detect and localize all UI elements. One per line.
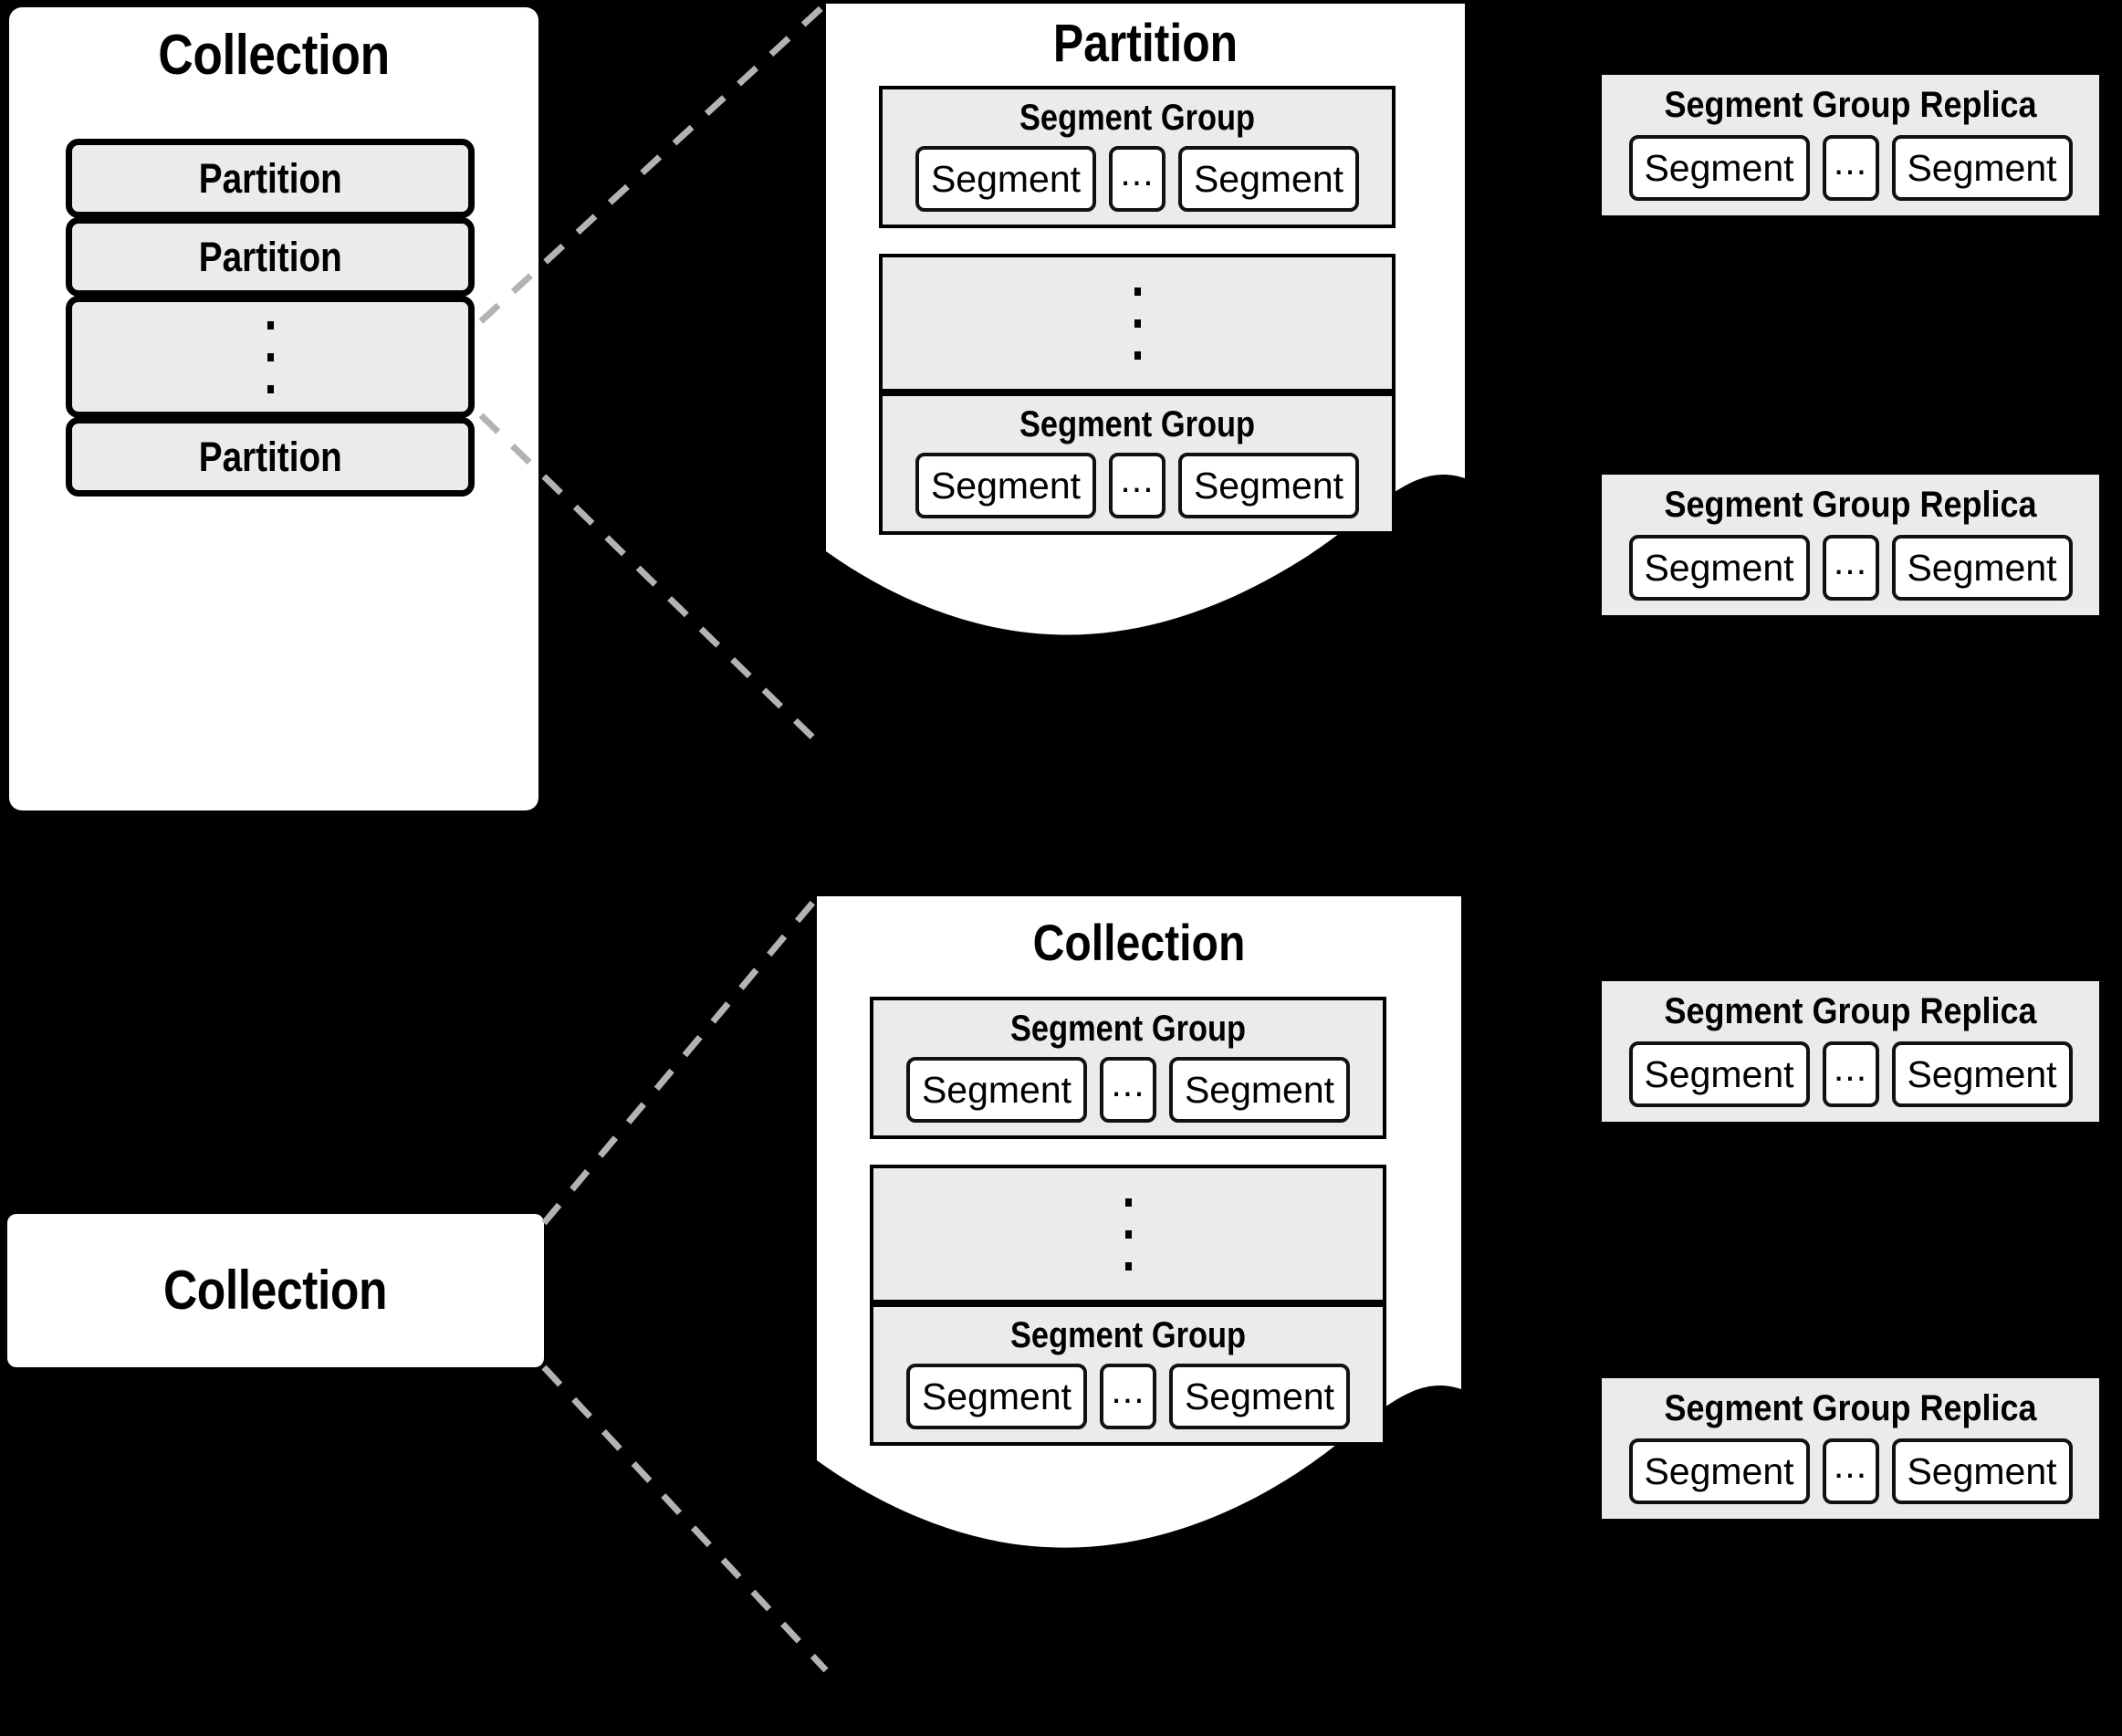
- segment-chip[interactable]: Segment: [1891, 1041, 2073, 1107]
- partition-label: Partition: [198, 434, 342, 480]
- segment-ellipsis-chip: ...: [1822, 135, 1879, 201]
- segment-group-2: Segment Group Segment ... Segment: [879, 392, 1396, 535]
- segment-chip[interactable]: Segment: [1628, 535, 1810, 601]
- segment-chip[interactable]: Segment: [1178, 146, 1359, 212]
- segment-chip[interactable]: Segment: [906, 1364, 1087, 1429]
- segment-row: Segment ... Segment: [1615, 135, 2086, 201]
- replica-title: Segment Group Replica: [1664, 991, 2037, 1031]
- vertical-ellipsis-icon: [1124, 1168, 1132, 1300]
- segment-group-ellipsis: [879, 254, 1396, 392]
- collection-detail-panel: Collection Segment Group Segment ... Seg…: [817, 896, 1461, 1736]
- partition-box-3[interactable]: Partition: [66, 417, 475, 497]
- collection-detail-content: Collection Segment Group Segment ... Seg…: [817, 896, 1461, 1446]
- replica-title: Segment Group Replica: [1664, 1388, 2037, 1428]
- partition-box-1[interactable]: Partition: [66, 139, 475, 218]
- vertical-ellipsis-icon: [267, 302, 274, 412]
- segment-row: Segment ... Segment: [884, 1057, 1372, 1123]
- partition-box-ellipsis: [66, 296, 475, 418]
- segment-chip[interactable]: Segment: [915, 453, 1096, 518]
- segment-row: Segment ... Segment: [894, 453, 1381, 518]
- partition-panel-content: Partition Segment Group Segment ... Segm…: [826, 4, 1465, 535]
- replica-title: Segment Group Replica: [1664, 85, 2037, 125]
- segment-row: Segment ... Segment: [1615, 1438, 2086, 1504]
- segment-chip[interactable]: Segment: [1169, 1057, 1350, 1123]
- partition-label: Partition: [198, 234, 342, 280]
- segment-chip[interactable]: Segment: [1891, 135, 2073, 201]
- segment-group-1: Segment Group Segment ... Segment: [879, 86, 1396, 228]
- segment-group-ellipsis: [870, 1165, 1386, 1303]
- segment-group-replica-1: Segment Group Replica Segment ... Segmen…: [1602, 75, 2099, 215]
- segment-chip[interactable]: Segment: [1628, 1041, 1810, 1107]
- segment-row: Segment ... Segment: [1615, 535, 2086, 601]
- vertical-ellipsis-icon: [1134, 257, 1141, 389]
- collection-detail-title: Collection: [1032, 914, 1246, 971]
- segment-chip[interactable]: Segment: [1891, 1438, 2073, 1504]
- segment-chip[interactable]: Segment: [906, 1057, 1087, 1123]
- segment-row: Segment ... Segment: [884, 1364, 1372, 1429]
- partition-stack: Partition Partition Partition: [66, 139, 475, 497]
- segment-chip[interactable]: Segment: [1178, 453, 1359, 518]
- partition-label: Partition: [198, 155, 342, 202]
- segment-group-2: Segment Group Segment ... Segment: [870, 1303, 1386, 1446]
- segment-row: Segment ... Segment: [1615, 1041, 2086, 1107]
- connector-collection-top: [541, 897, 818, 1226]
- segment-ellipsis-chip: ...: [1822, 1041, 1879, 1107]
- segment-chip[interactable]: Segment: [1628, 135, 1810, 201]
- segment-group-1: Segment Group Segment ... Segment: [870, 997, 1386, 1139]
- segment-group-title: Segment Group: [1019, 404, 1256, 444]
- segment-chip[interactable]: Segment: [915, 146, 1096, 212]
- segment-group-title: Segment Group: [1019, 98, 1256, 138]
- segment-ellipsis-chip: ...: [1109, 146, 1166, 212]
- partition-segment-group-list: Segment Group Segment ... Segment Segmen…: [879, 86, 1396, 535]
- connector-collection-bottom: [541, 1365, 829, 1673]
- segment-chip[interactable]: Segment: [1628, 1438, 1810, 1504]
- segment-group-title: Segment Group: [1009, 1315, 1247, 1355]
- segment-ellipsis-chip: ...: [1109, 453, 1166, 518]
- partition-detail-panel: Partition Segment Group Segment ... Segm…: [826, 4, 1465, 816]
- replica-title: Segment Group Replica: [1664, 485, 2037, 525]
- partition-box-2[interactable]: Partition: [66, 217, 475, 297]
- partition-panel-title: Partition: [1052, 14, 1239, 73]
- segment-ellipsis-chip: ...: [1822, 1438, 1879, 1504]
- segment-group-replica-2: Segment Group Replica Segment ... Segmen…: [1602, 475, 2099, 615]
- collection-top-title: Collection: [158, 24, 390, 87]
- collection-segment-group-list: Segment Group Segment ... Segment Segmen…: [870, 997, 1386, 1446]
- segment-chip[interactable]: Segment: [1169, 1364, 1350, 1429]
- segment-group-replica-4: Segment Group Replica Segment ... Segmen…: [1602, 1378, 2099, 1519]
- collection-panel-top: Collection Partition Partition Partition: [9, 7, 538, 810]
- segment-ellipsis-chip: ...: [1100, 1364, 1156, 1429]
- segment-ellipsis-chip: ...: [1822, 535, 1879, 601]
- segment-chip[interactable]: Segment: [1891, 535, 2073, 601]
- collection-panel-bottom: Collection: [7, 1214, 544, 1367]
- segment-ellipsis-chip: ...: [1100, 1057, 1156, 1123]
- collection-bottom-title: Collection: [163, 1260, 388, 1321]
- segment-group-title: Segment Group: [1009, 1009, 1247, 1049]
- segment-row: Segment ... Segment: [894, 146, 1381, 212]
- segment-group-replica-3: Segment Group Replica Segment ... Segmen…: [1602, 981, 2099, 1122]
